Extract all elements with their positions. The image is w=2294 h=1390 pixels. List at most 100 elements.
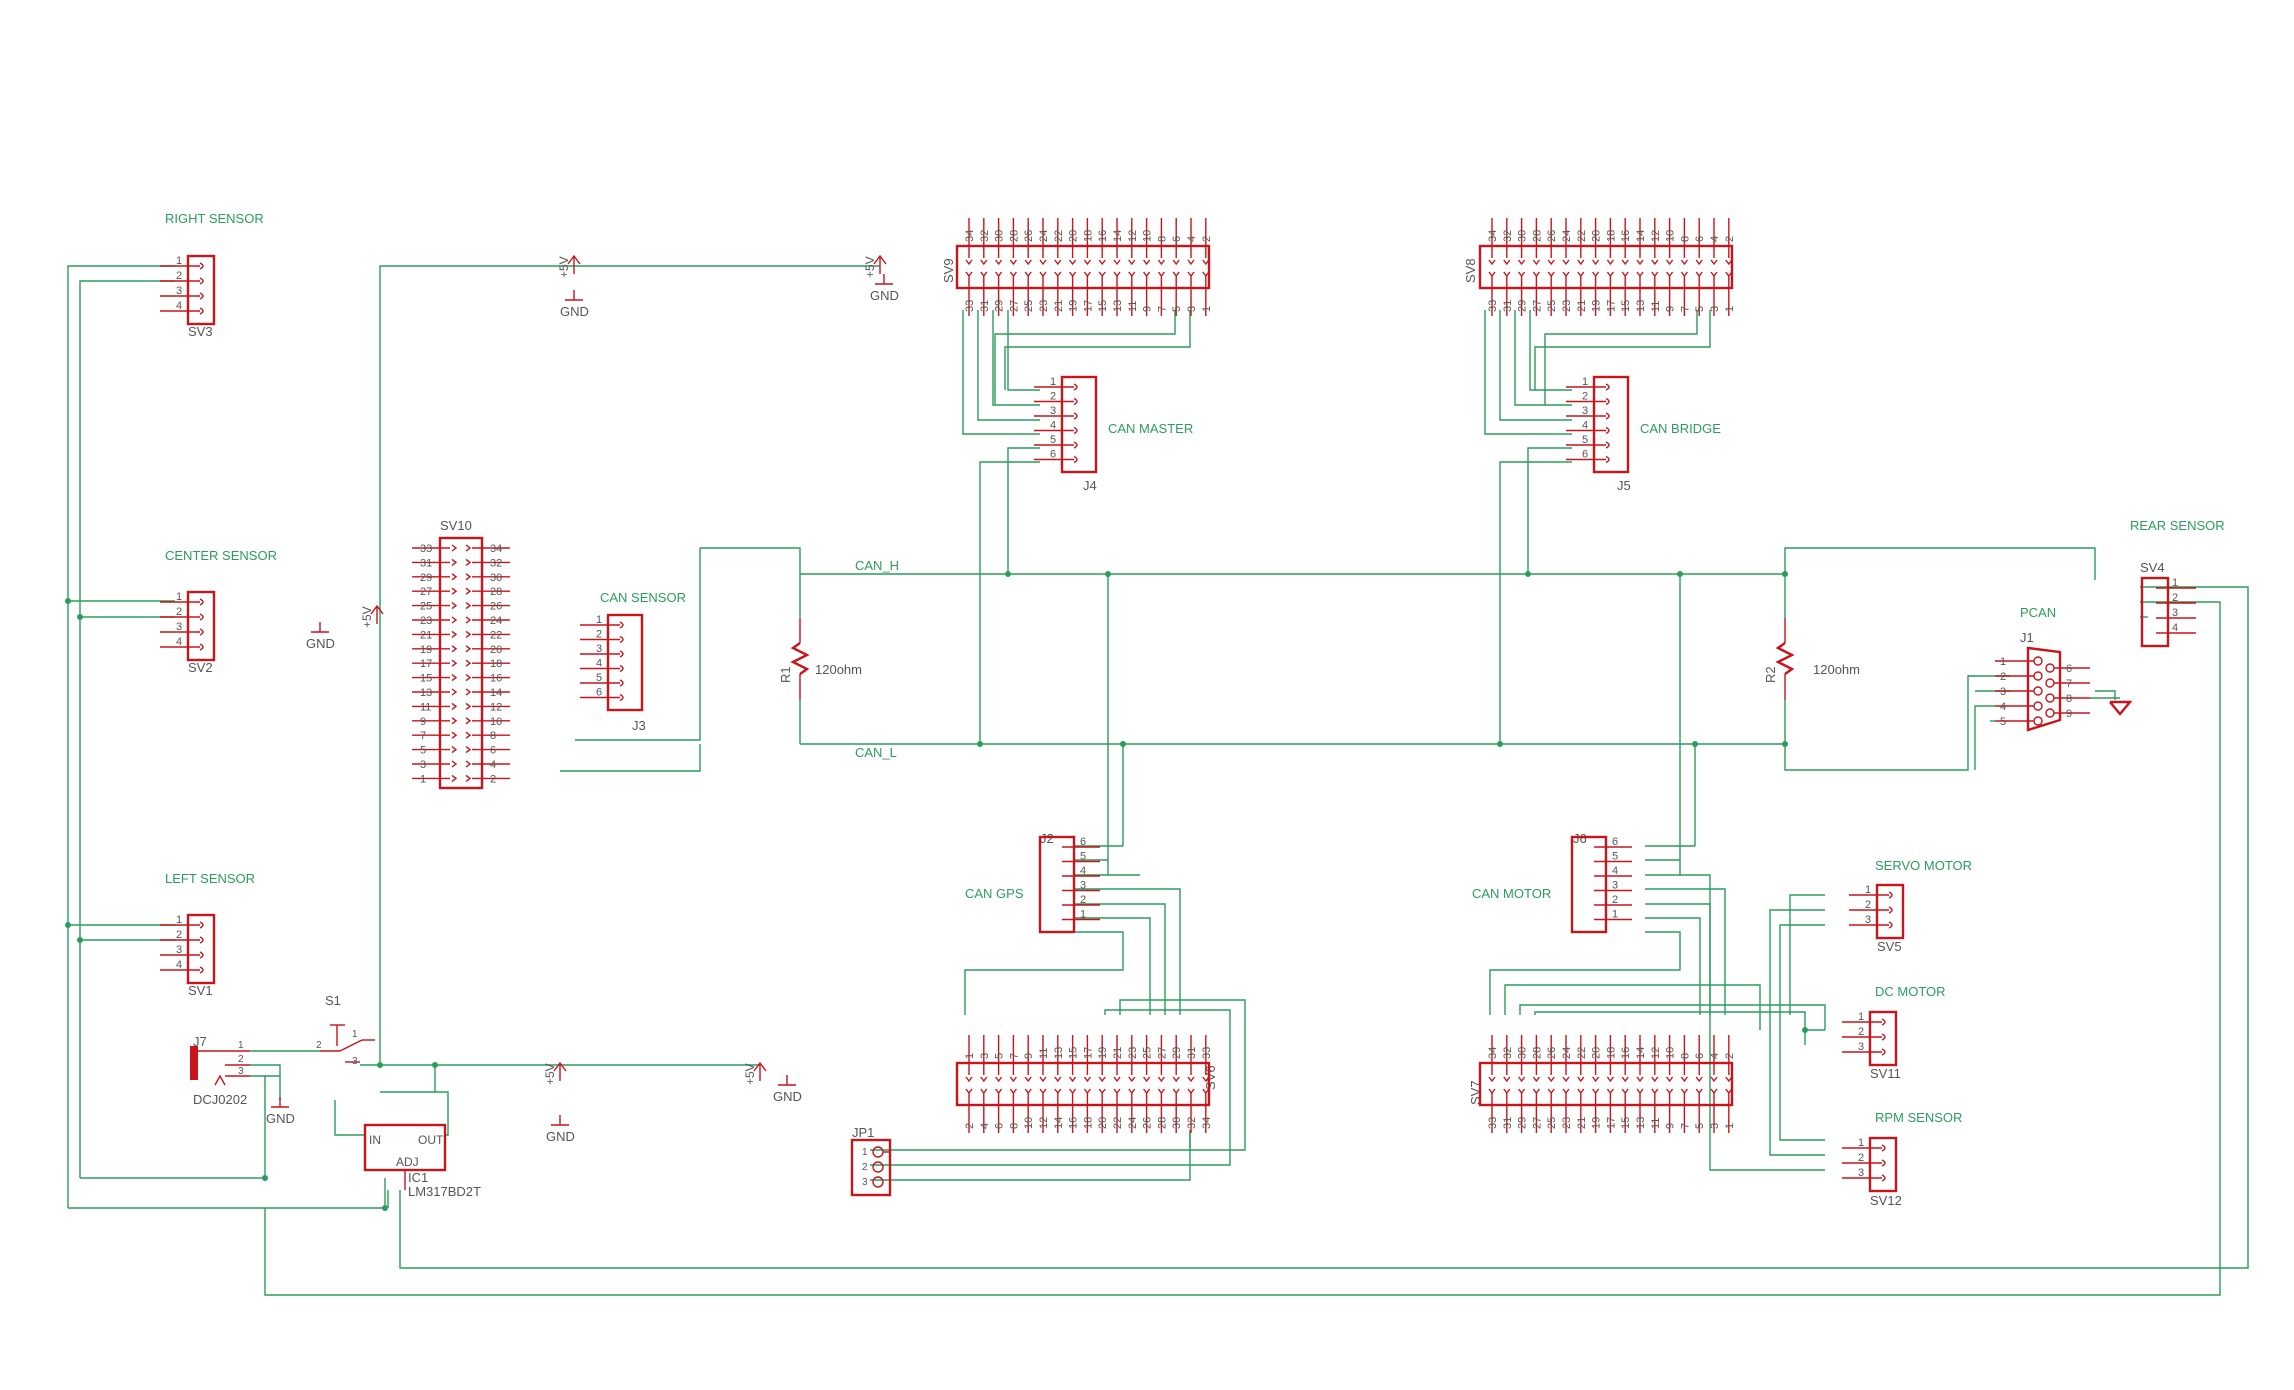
switch-s1: 2 1 3	[316, 1024, 375, 1067]
svg-text:11: 11	[1650, 1118, 1662, 1129]
svg-text:1: 1	[352, 1029, 358, 1040]
svg-text:14: 14	[1635, 230, 1647, 242]
svg-text:12: 12	[1127, 230, 1139, 242]
svg-text:17: 17	[1082, 1047, 1094, 1059]
svg-text:31: 31	[1502, 300, 1514, 312]
gnd-symbol-top-right: GND	[870, 274, 899, 303]
svg-text:24: 24	[1561, 1047, 1573, 1059]
svg-text:2: 2	[176, 929, 182, 941]
svg-text:29: 29	[420, 572, 432, 584]
svg-text:20: 20	[1068, 230, 1080, 242]
svg-text:18: 18	[1082, 1117, 1094, 1129]
section-labels: RIGHT SENSOR CENTER SENSOR LEFT SENSOR R…	[165, 211, 2225, 1125]
svg-text:17: 17	[1082, 300, 1094, 312]
rpm-sensor-label: RPM SENSOR	[1875, 1110, 1962, 1125]
svg-text:33: 33	[964, 300, 976, 312]
dc-jack-j7: 1 2 3	[190, 1040, 250, 1086]
svg-text:23: 23	[1038, 300, 1050, 312]
sv4-name: SV4	[2140, 560, 2165, 575]
can-motor-label: CAN MOTOR	[1472, 886, 1551, 901]
vcc-symbol-bottom-right: +5V	[743, 1061, 767, 1085]
j7-name: J7	[193, 1034, 207, 1049]
vcc-symbol-top-right: +5V	[863, 254, 887, 278]
svg-text:1: 1	[1724, 1123, 1736, 1129]
svg-text:4: 4	[1709, 236, 1721, 242]
svg-text:31: 31	[420, 557, 432, 569]
svg-text:8: 8	[1008, 1123, 1020, 1129]
sv5-name: SV5	[1877, 939, 1902, 954]
svg-text:27: 27	[1156, 1047, 1168, 1059]
svg-text:11: 11	[1127, 301, 1139, 312]
svg-text:2: 2	[1865, 899, 1871, 911]
svg-text:3: 3	[1858, 1041, 1864, 1053]
svg-text:1: 1	[1865, 884, 1871, 896]
j5-name: J5	[1617, 478, 1631, 493]
svg-text:10: 10	[1142, 230, 1154, 242]
svg-text:20: 20	[490, 644, 502, 656]
svg-text:4: 4	[1050, 420, 1056, 432]
svg-text:10: 10	[1665, 1047, 1677, 1059]
svg-text:26: 26	[1023, 230, 1035, 242]
svg-text:1: 1	[176, 914, 182, 926]
svg-text:24: 24	[1127, 1117, 1139, 1129]
svg-text:4: 4	[1612, 865, 1618, 877]
svg-text:13: 13	[420, 687, 432, 699]
svg-text:2: 2	[1582, 391, 1588, 403]
svg-text:13: 13	[1635, 300, 1647, 312]
svg-text:20: 20	[1591, 1047, 1603, 1059]
svg-text:19: 19	[1097, 1047, 1109, 1059]
svg-text:23: 23	[1127, 1047, 1139, 1059]
j6-name: J6	[1573, 831, 1587, 846]
svg-text:1: 1	[420, 773, 426, 785]
svg-text:2: 2	[176, 606, 182, 618]
svg-text:9: 9	[1665, 1123, 1677, 1129]
svg-text:28: 28	[1531, 1047, 1543, 1059]
sv10-name: SV10	[440, 518, 472, 533]
svg-text:GND: GND	[266, 1111, 295, 1126]
svg-text:2: 2	[1080, 894, 1086, 906]
svg-text:31: 31	[979, 300, 991, 312]
center-sensor-label: CENTER SENSOR	[165, 548, 277, 563]
svg-text:34: 34	[1487, 1047, 1499, 1059]
svg-text:19: 19	[1068, 300, 1080, 312]
svg-text:1: 1	[596, 614, 602, 626]
svg-text:5: 5	[2000, 716, 2006, 728]
svg-text:3: 3	[1050, 405, 1056, 417]
svg-text:22: 22	[1576, 230, 1588, 242]
svg-text:11: 11	[420, 701, 431, 713]
svg-text:16: 16	[490, 673, 502, 685]
sv2-name: SV2	[188, 660, 213, 675]
svg-text:1: 1	[1201, 306, 1213, 312]
svg-text:28: 28	[1008, 230, 1020, 242]
svg-text:30: 30	[1517, 1047, 1529, 1059]
svg-text:17: 17	[420, 658, 432, 670]
svg-text:1: 1	[2000, 656, 2006, 668]
vcc-symbol-top-left: +5V	[557, 254, 581, 278]
svg-text:1: 1	[176, 255, 182, 267]
svg-text:22: 22	[1053, 230, 1065, 242]
svg-text:GND: GND	[773, 1089, 802, 1104]
svg-text:21: 21	[1112, 1047, 1124, 1059]
svg-text:9: 9	[2066, 708, 2072, 720]
svg-text:6: 6	[1582, 449, 1588, 461]
svg-text:29: 29	[1517, 1117, 1529, 1129]
svg-text:27: 27	[420, 586, 432, 598]
svg-text:6: 6	[490, 745, 496, 757]
svg-text:18: 18	[1605, 1047, 1617, 1059]
svg-text:17: 17	[1605, 1117, 1617, 1129]
svg-text:13: 13	[1635, 1117, 1647, 1129]
svg-text:28: 28	[1531, 230, 1543, 242]
svg-text:30: 30	[994, 230, 1006, 242]
svg-text:6: 6	[1171, 236, 1183, 242]
svg-text:16: 16	[1097, 230, 1109, 242]
svg-text:11: 11	[1650, 301, 1662, 312]
ic1-adj-pin: ADJ	[396, 1155, 419, 1169]
svg-text:34: 34	[1487, 230, 1499, 242]
svg-text:28: 28	[490, 586, 502, 598]
svg-text:9: 9	[420, 716, 426, 728]
svg-text:19: 19	[1591, 1117, 1603, 1129]
svg-text:25: 25	[1142, 1047, 1154, 1059]
